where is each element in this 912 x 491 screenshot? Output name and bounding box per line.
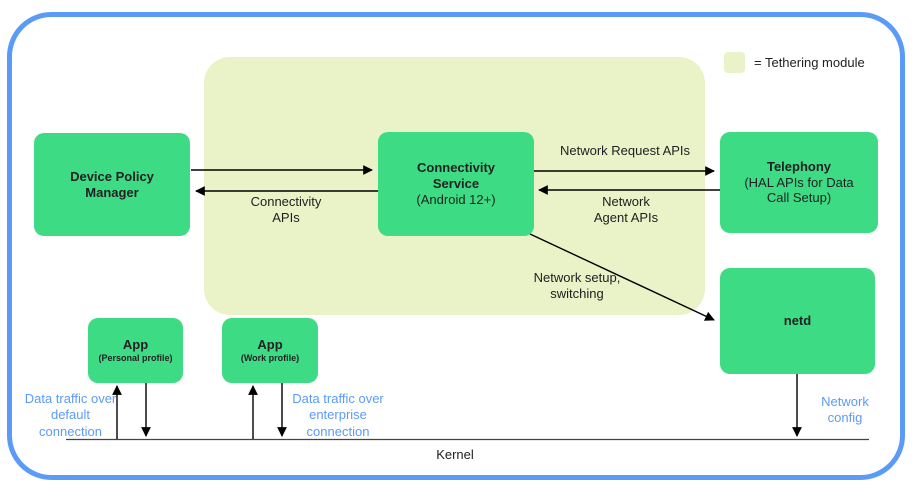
node-app-work-profile[interactable]: App (Work profile) [222,318,318,383]
node-device-policy-manager[interactable]: Device Policy Manager [34,133,190,236]
node-title: Connectivity [416,160,495,176]
edge-cs-to-netd [529,233,715,321]
node-title: Device Policy [70,168,154,184]
outer-frame [7,12,905,480]
node-title: App [257,337,283,353]
node-title: Telephony [766,158,832,174]
edge-label-network-request-apis: Network Request APIs [559,143,691,158]
node-subtitle: (Personal profile) [98,352,173,363]
edge-label-network-config: Network config [821,394,869,426]
tethering-module-swatch [724,52,745,73]
node-app-personal-profile[interactable]: App (Personal profile) [88,318,183,383]
edge-label-network-agent-apis: Network Agent APIs [593,194,659,226]
edge-label-data-traffic-enterprise: Data traffic over enterprise connection [292,391,384,439]
edge-label-network-setup-switching: Network setup, switching [533,270,621,302]
node-subtitle: (Android 12+) [416,191,496,207]
node-subtitle-line1: (HAL APIs for Data [744,174,854,190]
node-telephony[interactable]: Telephony (HAL APIs for Data Call Setup) [720,132,878,233]
edge-label-data-traffic-default: Data traffic over default connection [24,391,117,439]
legend-label: = Tethering module [754,55,865,70]
node-title: netd [783,313,812,329]
node-title-line2: Service [432,176,480,192]
kernel-label: Kernel [436,447,474,462]
node-connectivity-service[interactable]: Connectivity Service (Android 12+) [378,132,534,236]
node-title-line2: Manager [85,184,139,200]
node-title: App [122,337,149,353]
node-netd[interactable]: netd [720,268,875,374]
edge-label-connectivity-apis: Connectivity APIs [250,194,322,226]
node-subtitle-line2: Call Setup) [766,190,832,206]
node-subtitle: (Work profile) [240,352,300,363]
